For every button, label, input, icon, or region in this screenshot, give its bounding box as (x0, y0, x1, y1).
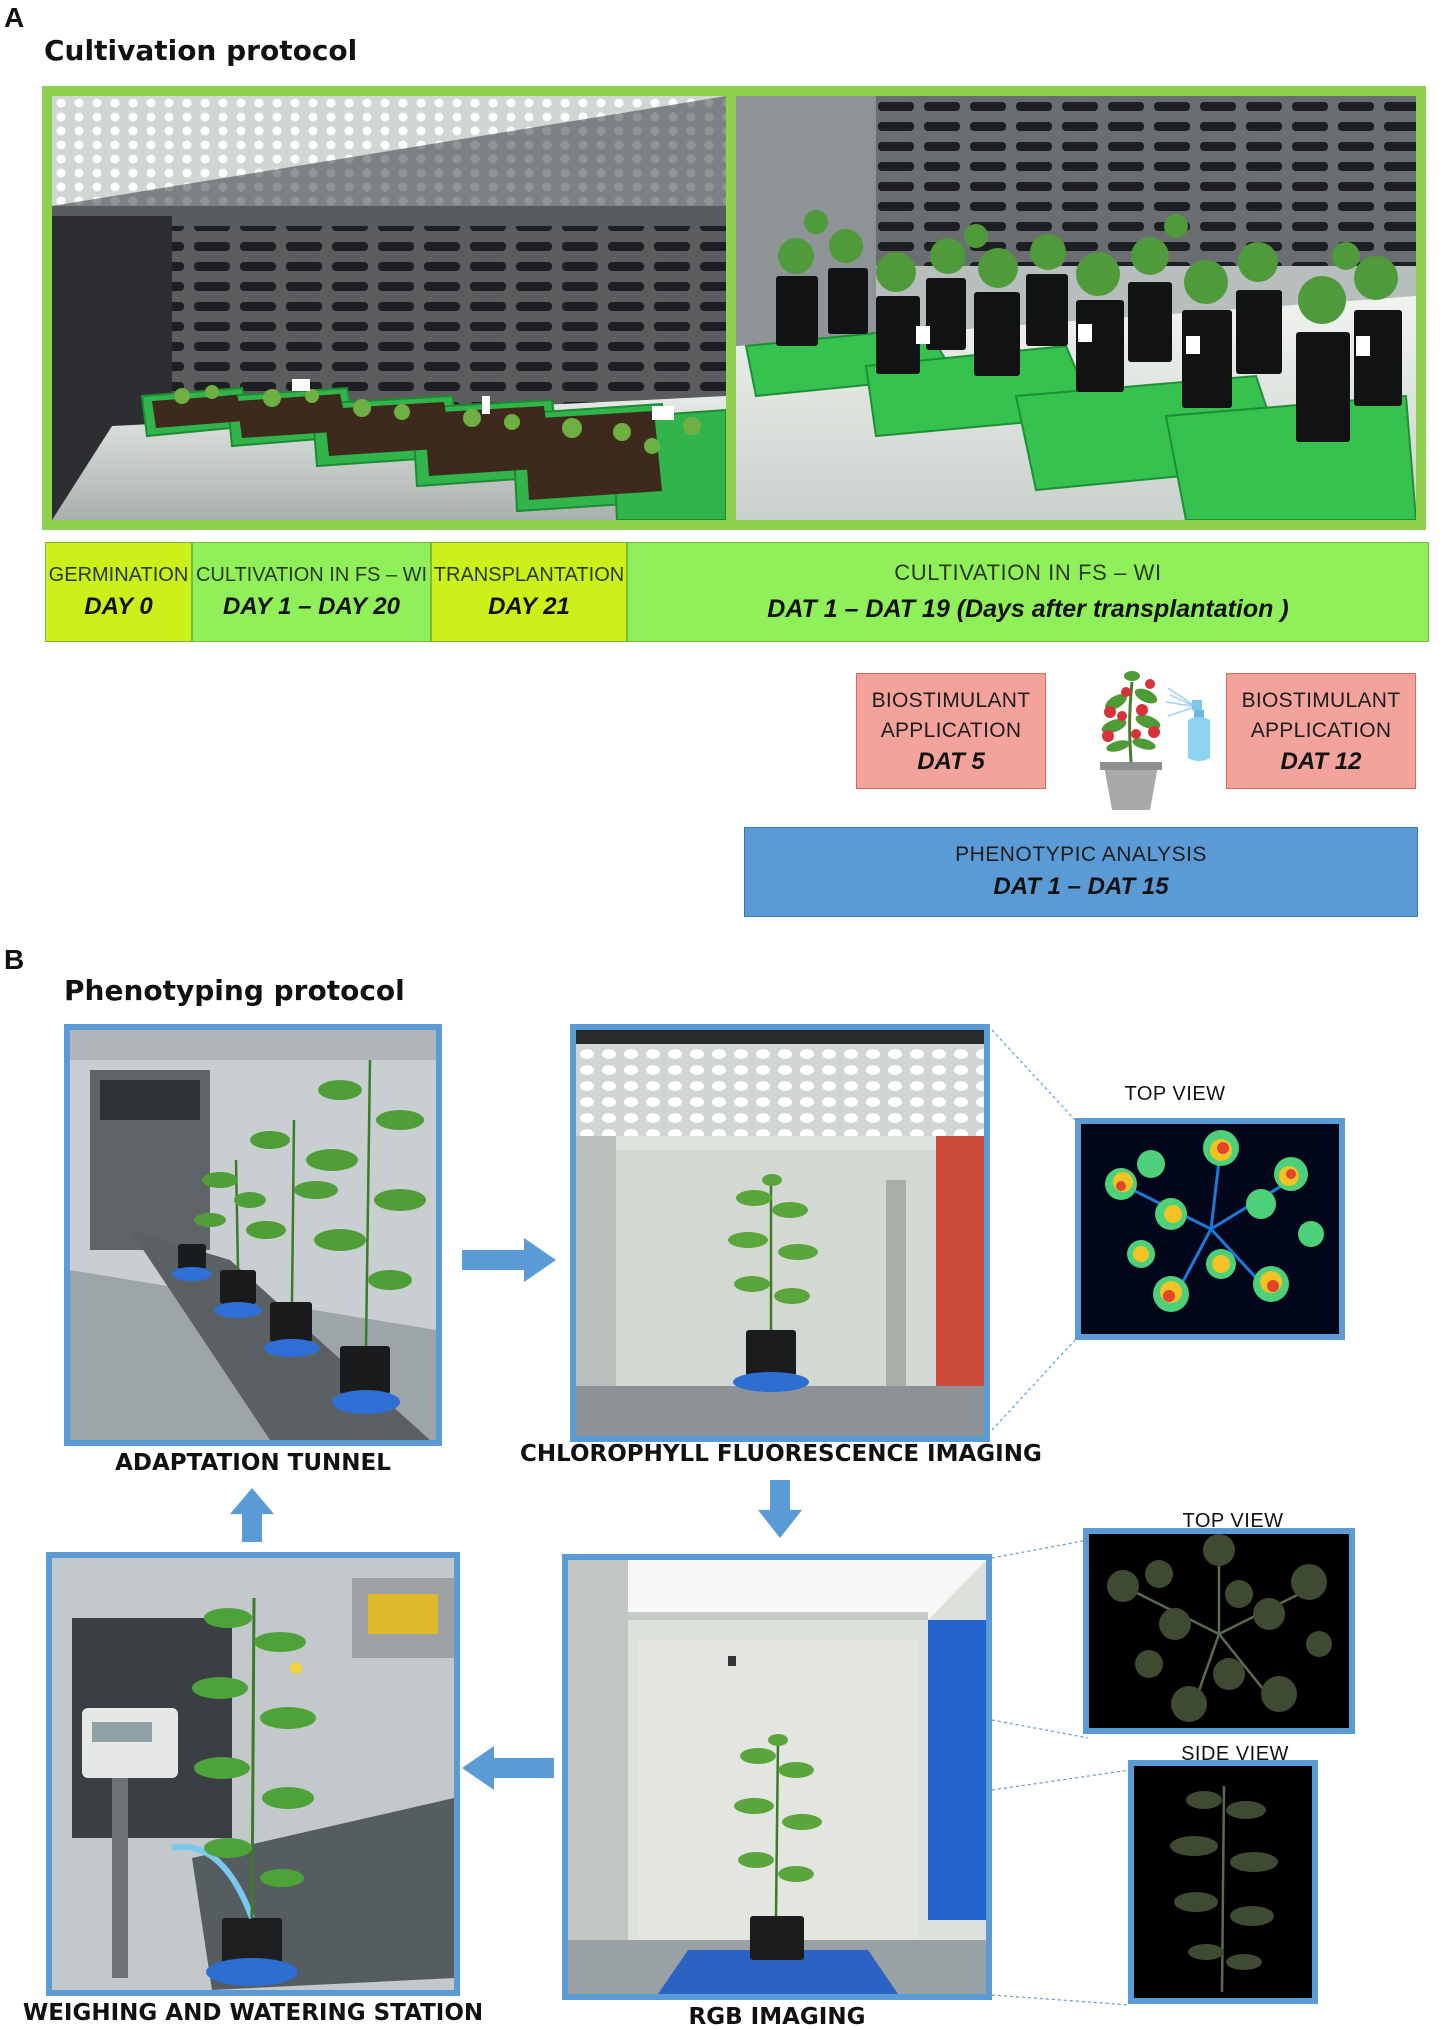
arrow-down-icon (758, 1480, 802, 1538)
weighing-station-caption: WEIGHING AND WATERING STATION (22, 2000, 484, 2026)
potted-plants-photo (736, 96, 1416, 520)
phenotypic-label: PHENOTYPIC ANALYSIS (955, 843, 1207, 866)
biostimulant-box-dat12: BIOSTIMULANT APPLICATION DAT 12 (1226, 673, 1416, 789)
timeline-day: DAY 21 (488, 592, 570, 620)
chlorophyll-chamber-photo (570, 1024, 990, 1442)
panel-a-title: Cultivation protocol (44, 34, 358, 67)
rgb-side-view-label: SIDE VIEW (1181, 1743, 1289, 1765)
timeline-cultivation-1: CULTIVATION IN FS – WI DAY 1 – DAY 20 (192, 542, 431, 642)
panel-letter-a: A (4, 2, 25, 33)
biostimulant-day: DAT 12 (1280, 748, 1362, 776)
timeline-transplantation: TRANSPLANTATION DAY 21 (431, 542, 627, 642)
biostimulant-label: BIOSTIMULANT (871, 688, 1031, 712)
fluor-top-view-label: TOP VIEW (1124, 1083, 1226, 1105)
biostimulant-label: BIOSTIMULANT (1241, 688, 1401, 712)
timeline-label: CULTIVATION IN FS – WI (195, 563, 428, 586)
timeline-day: DAY 1 – DAY 20 (223, 592, 400, 620)
timeline-label: TRANSPLANTATION (433, 563, 625, 586)
adaptation-tunnel-caption: ADAPTATION TUNNEL (115, 1450, 391, 1476)
phenotypic-analysis-box: PHENOTYPIC ANALYSIS DAT 1 – DAT 15 (744, 827, 1418, 917)
timeline-germination: GERMINATION DAY 0 (45, 542, 192, 642)
arrow-right-icon (462, 1238, 556, 1282)
fluorescence-top-view-image (1075, 1118, 1345, 1340)
application-label: APPLICATION (1250, 719, 1392, 742)
tomato-spray-icon (1070, 662, 1220, 812)
biostimulant-box-dat5: BIOSTIMULANT APPLICATION DAT 5 (856, 673, 1046, 789)
timeline-label: GERMINATION (48, 563, 189, 586)
timeline-day: DAY 0 (84, 592, 153, 620)
panel-letter-b: B (4, 944, 25, 975)
panel-b-title: Phenotyping protocol (64, 974, 405, 1007)
timeline-label: CULTIVATION IN FS – WI (894, 559, 1162, 585)
arrow-up-icon (230, 1488, 274, 1542)
weighing-station-photo (46, 1552, 460, 1996)
chlorophyll-caption: CHLOROPHYLL FLUORESCENCE IMAGING (520, 1441, 1042, 1467)
biostimulant-day: DAT 5 (917, 748, 985, 776)
rgb-chamber-photo (562, 1554, 992, 2000)
application-label: APPLICATION (880, 719, 1022, 742)
rgb-imaging-caption: RGB IMAGING (688, 2004, 866, 2030)
timeline-cultivation-2: CULTIVATION IN FS – WI DAT 1 – DAT 19 (D… (627, 542, 1429, 642)
arrow-left-icon (462, 1746, 554, 1790)
timeline-day: DAT 1 – DAT 19 (Days after transplantati… (767, 595, 1289, 624)
phenotypic-day: DAT 1 – DAT 15 (993, 873, 1169, 900)
rgb-top-view-label: TOP VIEW (1182, 1510, 1284, 1532)
rgb-side-view-image (1128, 1760, 1318, 2004)
adaptation-tunnel-photo (64, 1024, 442, 1446)
seedling-trays-photo (52, 96, 726, 520)
rgb-top-view-image (1083, 1528, 1355, 1734)
